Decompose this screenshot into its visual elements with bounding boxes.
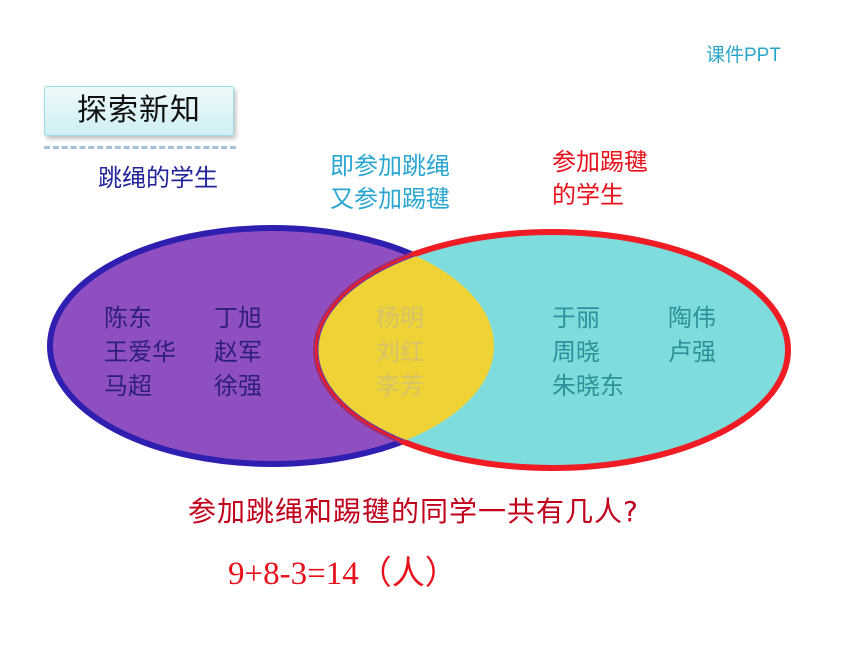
overlap-red-edge — [314, 230, 494, 464]
student-name: 赵军 — [214, 338, 262, 366]
student-name: 马超 — [104, 372, 152, 400]
student-name: 李芳 — [376, 372, 424, 400]
student-name: 陈东 — [104, 304, 152, 332]
student-name: 徐强 — [214, 372, 262, 400]
student-name: 王爱华 — [104, 338, 176, 366]
brand-label: 课件PPT — [706, 45, 781, 66]
label-both: 即参加跳绳 又参加踢毽 — [330, 152, 450, 213]
label-jump-rope: 跳绳的学生 — [98, 164, 218, 192]
student-name: 刘红 — [376, 338, 424, 366]
student-name: 陶伟 — [668, 304, 716, 332]
student-name: 卢强 — [668, 338, 716, 366]
label-shuttlecock: 参加踢毽 的学生 — [552, 148, 648, 209]
student-name: 周晓 — [552, 338, 600, 366]
student-name: 杨明 — [376, 304, 424, 332]
question-text: 参加跳绳和踢毽的同学一共有几人? — [188, 495, 639, 528]
student-name: 朱晓东 — [552, 372, 624, 400]
title-divider — [44, 146, 236, 149]
student-name: 丁旭 — [214, 304, 262, 332]
student-name: 于丽 — [552, 304, 600, 332]
section-title: 探索新知 — [44, 86, 234, 136]
equation-text: 9+8-3=14（人） — [228, 556, 458, 592]
